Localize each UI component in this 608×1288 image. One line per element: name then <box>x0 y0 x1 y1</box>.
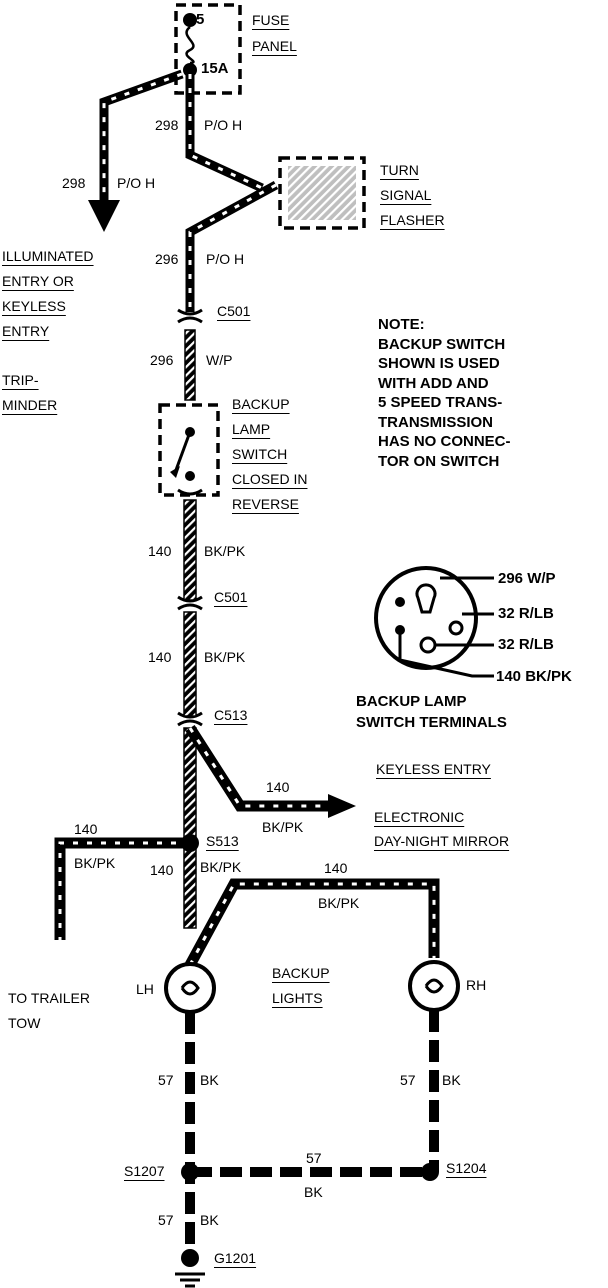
trip-minder-label: TRIP- MINDER <box>2 372 58 413</box>
note-line: BACKUP SWITCH <box>378 335 506 353</box>
note-line: 5 SPEED TRANS- <box>378 394 503 411</box>
fuse-panel <box>174 3 242 95</box>
backup-light-rh-label: RH <box>466 977 487 993</box>
switch-terminal-diagram <box>374 566 494 678</box>
terminal-32-label-b: 32 R/LB <box>498 636 554 653</box>
wire-57-rh-number: 57 <box>400 1072 416 1088</box>
backup-light-rh <box>408 960 460 1012</box>
splice-s1207 <box>181 1163 199 1181</box>
wire-140-number: 140 <box>148 649 172 665</box>
wire-57-cross-color: BK <box>304 1184 323 1200</box>
terminal-140-label: 140 BK/PK <box>496 668 572 685</box>
wire-140-branch-color: BK/PK <box>262 819 304 835</box>
wire-140-main <box>183 499 197 929</box>
turn-signal-flasher <box>278 156 366 230</box>
backup-lights-label-1: BACKUP <box>272 965 330 981</box>
wire-296-wp-color: W/P <box>206 352 233 368</box>
wire-57-ground-number: 57 <box>158 1212 174 1228</box>
backup-lamp-switch <box>158 403 220 497</box>
switch-terminals-title-1: BACKUP LAMP <box>356 693 467 710</box>
wire-298-left-number: 298 <box>62 175 86 191</box>
wire-140-trailer-color: BK/PK <box>74 855 116 871</box>
note-title: NOTE: <box>378 316 425 333</box>
wire-140-rh-number: 140 <box>324 860 348 876</box>
illuminated-entry-label: ILLUMINATED ENTRY OR KEYLESS ENTRY <box>2 248 94 339</box>
trailer-tow-label-2: TOW <box>8 1015 41 1031</box>
splice-s1207-label: S1207 <box>124 1163 165 1179</box>
backup-light-lh-label: LH <box>136 981 154 997</box>
switch-terminals-title-2: SWITCH TERMINALS <box>356 714 507 731</box>
splice-s1204 <box>421 1163 439 1181</box>
wire-57-cross-number: 57 <box>306 1150 322 1166</box>
wire-296-wp-number: 296 <box>150 352 174 368</box>
fuse-panel-label-1: FUSE <box>252 12 290 28</box>
wire-296 <box>184 181 279 401</box>
arrow-right-icon <box>328 794 356 818</box>
keyless-entry-label: KEYLESS ENTRY <box>376 761 491 777</box>
wire-140-lh-number: 140 <box>150 862 174 878</box>
note-line: TOR ON SWITCH <box>378 452 500 470</box>
fuse-number: 5 <box>196 11 205 28</box>
backup-light-lh <box>164 962 216 1014</box>
wire-140-branch-number: 140 <box>266 779 290 795</box>
wire-140-color: BK/PK <box>204 649 246 665</box>
connector-c501-upper <box>177 308 203 324</box>
connector-c501-lower-label: C501 <box>214 589 248 605</box>
terminal-32-label-a: 32 R/LB <box>498 605 554 622</box>
connector-c513-label: C513 <box>214 707 248 723</box>
wire-57-ground-color: BK <box>200 1212 219 1228</box>
wire-140-keyless-branch <box>185 725 356 818</box>
trailer-tow-label-1: TO TRAILER <box>8 990 90 1006</box>
wire-57-lh-color: BK <box>200 1072 219 1088</box>
wire-140-lh-color: BK/PK <box>200 859 242 875</box>
terminal-296-label: 296 W/P <box>498 570 556 587</box>
note-line: TRANSMISSION <box>378 413 494 431</box>
note-block: NOTE: BACKUP SWITCH SHOWN IS USED WITH A… <box>378 315 511 471</box>
note-line: WITH ADD AND <box>378 374 489 392</box>
note-line: SHOWN IS USED <box>378 355 500 372</box>
wire-140-trailer-branch <box>54 837 190 940</box>
wire-298 <box>88 69 264 232</box>
wire-298-number: 298 <box>155 117 179 133</box>
splice-s1204-label: S1204 <box>446 1160 487 1176</box>
wire-140-number: 140 <box>148 543 172 559</box>
mirror-label-1: ELECTRONIC <box>374 809 465 825</box>
wire-57-ground <box>185 1010 439 1250</box>
mirror-label-2: DAY-NIGHT MIRROR <box>374 833 510 849</box>
splice-s513 <box>181 834 199 852</box>
wire-140-color: BK/PK <box>204 543 246 559</box>
connector-c513 <box>177 711 203 727</box>
fuse-amperage: 15A <box>201 60 229 77</box>
wire-140-trailer-number: 140 <box>74 821 98 837</box>
fuse-panel-label-2: PANEL <box>252 38 297 54</box>
turn-signal-flasher-label: TURN SIGNAL FLASHER <box>380 162 445 228</box>
wire-57-lh-number: 57 <box>158 1072 174 1088</box>
backup-lights-label-2: LIGHTS <box>272 990 323 1006</box>
wire-298-left-color: P/O H <box>117 175 156 191</box>
arrow-down-icon <box>88 200 120 232</box>
wire-298-color: P/O H <box>204 117 243 133</box>
wire-140-rh-color: BK/PK <box>318 895 360 911</box>
wire-296-number: 296 <box>155 251 179 267</box>
connector-c501-upper-label: C501 <box>217 303 251 319</box>
backup-lamp-switch-label: BACKUP LAMP SWITCH CLOSED IN REVERSE <box>232 396 308 512</box>
connector-c501-lower <box>177 595 203 611</box>
ground-g1201 <box>175 1249 205 1288</box>
wire-140-rh-branch <box>185 878 440 968</box>
note-line: HAS NO CONNEC- <box>378 433 511 450</box>
ground-g1201-label: G1201 <box>214 1250 257 1266</box>
wire-57-rh-color: BK <box>442 1072 461 1088</box>
wire-296-color: P/O H <box>206 251 245 267</box>
splice-s513-label: S513 <box>206 833 239 849</box>
